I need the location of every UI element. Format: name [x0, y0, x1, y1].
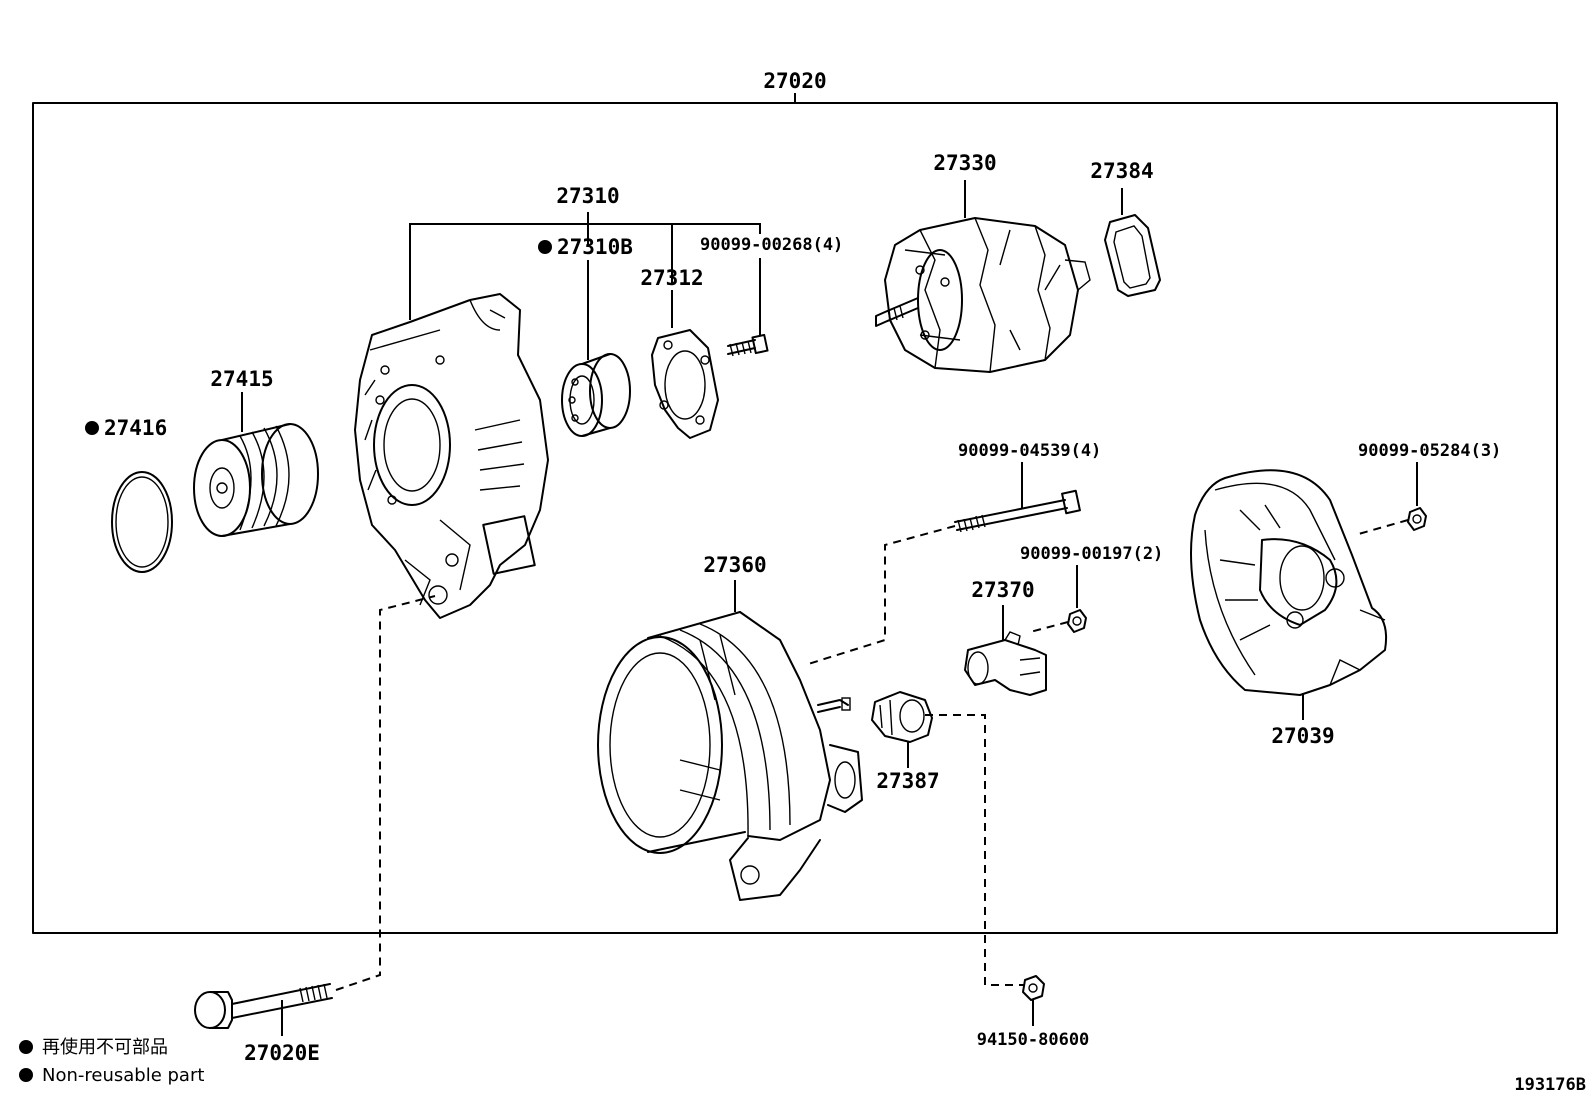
label-94150-80600[interactable]: 94150-80600	[977, 1030, 1090, 1050]
part-27415-drawing[interactable]	[193, 423, 319, 537]
legend-jp: 再使用不可部品	[42, 1037, 168, 1058]
part-27416-drawing[interactable]	[111, 471, 173, 573]
label-90099-04539[interactable]: 90099-04539(4)	[958, 441, 1101, 461]
figure-id: 193176B	[1514, 1075, 1586, 1095]
legend-marker-en	[19, 1068, 33, 1082]
non-reusable-marker-27416	[85, 421, 99, 435]
part-27330-drawing[interactable]	[875, 217, 1091, 373]
part-90099-04539-drawing[interactable]	[954, 489, 1081, 533]
part-90099-00197-drawing[interactable]	[1067, 609, 1087, 633]
label-27020[interactable]: 27020	[763, 69, 826, 93]
label-27312[interactable]: 27312	[640, 266, 703, 290]
label-27330[interactable]: 27330	[933, 151, 996, 175]
label-27416[interactable]: 27416	[104, 416, 167, 440]
part-90099-00268-drawing[interactable]	[727, 333, 769, 357]
label-27039[interactable]: 27039	[1271, 724, 1334, 748]
label-90099-05284[interactable]: 90099-05284(3)	[1358, 441, 1501, 461]
assembly-frame	[32, 102, 1558, 934]
label-27310[interactable]: 27310	[556, 184, 619, 208]
dashed-90099-00197	[1029, 621, 1069, 633]
part-27370-drawing[interactable]	[964, 631, 1047, 696]
label-27387[interactable]: 27387	[876, 769, 939, 793]
part-27384-drawing[interactable]	[1104, 214, 1161, 297]
dashed-27387	[925, 714, 1025, 986]
part-27039-drawing[interactable]	[1190, 469, 1388, 696]
part-27020E-drawing[interactable]	[194, 983, 333, 1029]
part-27360-drawing[interactable]	[597, 611, 863, 901]
label-90099-00197[interactable]: 90099-00197(2)	[1020, 544, 1163, 564]
part-27312-drawing[interactable]	[651, 329, 719, 439]
label-27020E[interactable]: 27020E	[244, 1041, 320, 1065]
dashed-90099-05284	[1354, 519, 1409, 536]
part-90099-05284-drawing[interactable]	[1407, 507, 1427, 531]
dashed-27020E	[335, 595, 436, 991]
part-94150-80600-drawing[interactable]	[1022, 975, 1045, 1001]
part-27310-drawing[interactable]	[354, 293, 549, 619]
non-reusable-marker-27310B	[538, 240, 552, 254]
label-27370[interactable]: 27370	[971, 578, 1034, 602]
label-27310B[interactable]: 27310B	[557, 235, 633, 259]
bracket-27310	[409, 223, 761, 320]
label-27415[interactable]: 27415	[210, 367, 273, 391]
part-27387-drawing[interactable]	[871, 691, 933, 743]
legend-marker-jp	[19, 1040, 33, 1054]
dashed-90099-04539	[804, 525, 956, 666]
label-90099-00268[interactable]: 90099-00268(4)	[700, 235, 843, 255]
part-27310B-drawing[interactable]	[561, 353, 631, 437]
legend-en: Non-reusable part	[42, 1065, 204, 1086]
label-27384[interactable]: 27384	[1090, 159, 1153, 183]
label-27360[interactable]: 27360	[703, 553, 766, 577]
